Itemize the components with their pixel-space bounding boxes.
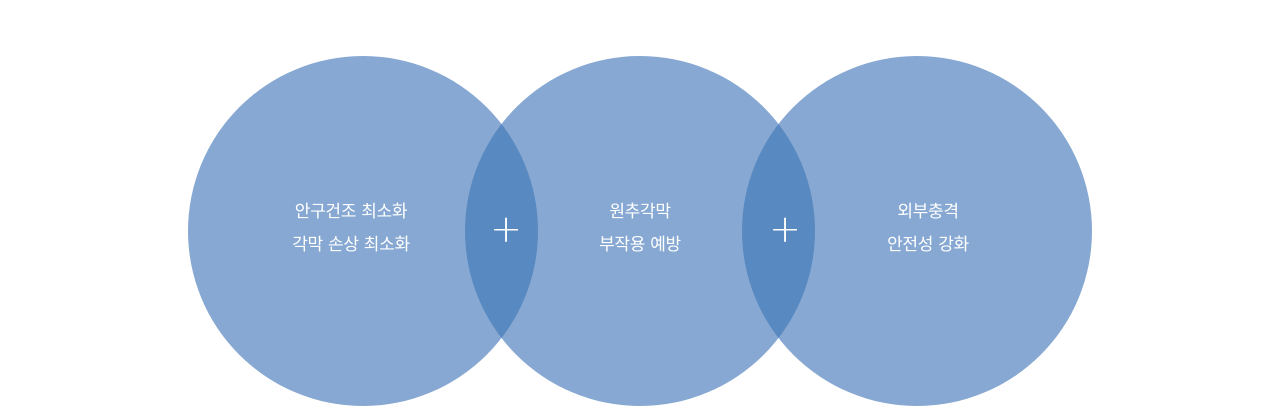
circle-3-line-1: 외부충격: [897, 202, 959, 222]
circle-2-line-2: 부작용 예방: [599, 235, 681, 255]
circle-1-line-1: 안구건조 최소화: [294, 202, 408, 222]
circle-2: [465, 56, 815, 406]
circle-1: [188, 56, 538, 406]
circle-2-label: 원추각막 부작용 예방: [520, 196, 760, 262]
circle-3-line-2: 안전성 강화: [887, 235, 969, 255]
circle-1-line-2: 각막 손상 최소화: [292, 235, 410, 255]
circle-1-label: 안구건조 최소화 각막 손상 최소화: [231, 196, 471, 262]
circle-2-line-1: 원추각막: [609, 202, 671, 222]
circle-3: [742, 56, 1092, 406]
circle-3-label: 외부충격 안전성 강화: [808, 196, 1048, 262]
plus-icon: +: [769, 207, 801, 251]
plus-icon: +: [490, 207, 522, 251]
